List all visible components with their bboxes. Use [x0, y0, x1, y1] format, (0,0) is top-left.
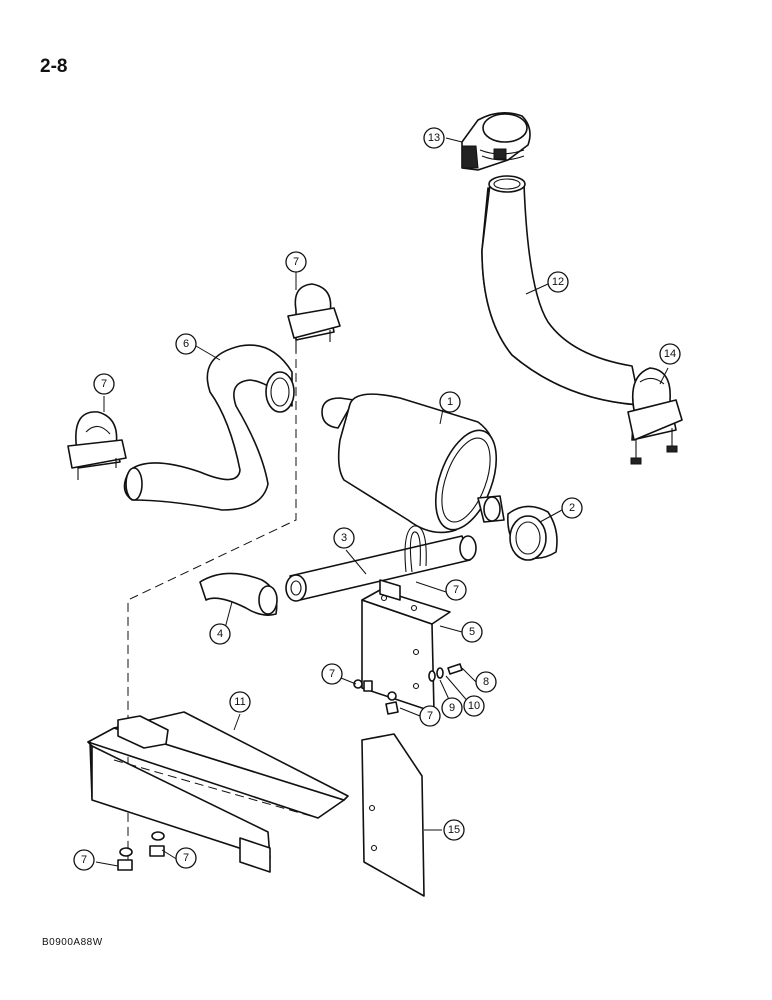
svg-text:7: 7 [81, 854, 87, 866]
callout-9: 9 [441, 697, 463, 719]
svg-text:9: 9 [449, 702, 455, 714]
callout-7-lower-right: 7 [175, 847, 197, 869]
callout-12: 12 [547, 271, 569, 293]
svg-text:12: 12 [552, 276, 564, 288]
callout-leaders [95, 137, 669, 867]
elbow-part-2 [507, 505, 558, 561]
pipe-part-3 [285, 525, 477, 602]
svg-text:7: 7 [293, 256, 299, 268]
page-number: 2-8 [40, 56, 68, 77]
svg-text:5: 5 [469, 626, 475, 638]
callout-7-nut-right: 7 [419, 705, 441, 727]
callout-2: 2 [561, 497, 583, 519]
svg-text:8: 8 [483, 676, 489, 688]
callout-3: 3 [333, 527, 355, 549]
svg-text:14: 14 [664, 348, 676, 360]
clamp-part-14 [627, 367, 683, 465]
svg-text:3: 3 [341, 532, 347, 544]
callout-15: 15 [443, 819, 465, 841]
callout-7-left: 7 [93, 373, 115, 395]
svg-text:7: 7 [329, 668, 335, 680]
bracket-part-5 [361, 579, 451, 713]
callout-5: 5 [461, 621, 483, 643]
callout-7-lower-left: 7 [73, 849, 95, 871]
svg-text:10: 10 [468, 700, 480, 712]
svg-text:15: 15 [448, 824, 460, 836]
s-pipe-part-6 [123, 344, 295, 511]
callout-14: 14 [659, 343, 681, 365]
svg-text:13: 13 [428, 132, 440, 144]
hardware-bracket [353, 663, 463, 715]
callout-7-nut-left: 7 [321, 663, 343, 685]
callout-7-ubolt: 7 [445, 579, 467, 601]
hardware-lower [117, 831, 165, 871]
callout-4: 4 [209, 623, 231, 645]
svg-text:1: 1 [447, 396, 453, 408]
svg-text:2: 2 [569, 502, 575, 514]
plate-part-15 [361, 733, 425, 897]
rain-cap-part-13 [461, 112, 531, 171]
callout-10: 10 [463, 695, 485, 717]
callout-11: 11 [229, 691, 251, 713]
muffler-part-1 [321, 393, 505, 534]
callout-1: 1 [439, 391, 461, 413]
svg-text:7: 7 [183, 852, 189, 864]
svg-text:7: 7 [101, 378, 107, 390]
callout-7-upper: 7 [285, 251, 307, 273]
svg-text:11: 11 [234, 696, 245, 708]
svg-text:7: 7 [427, 710, 433, 722]
figure-code: B0900A88W [42, 937, 103, 948]
svg-text:7: 7 [453, 584, 459, 596]
shield-part-11 [87, 711, 349, 873]
svg-text:4: 4 [217, 628, 223, 640]
clamp-part-7-upper [287, 283, 341, 352]
hose-part-4 [199, 572, 278, 616]
callout-13: 13 [423, 127, 445, 149]
callout-8: 8 [475, 671, 497, 693]
clamp-part-7-left [67, 411, 127, 480]
svg-text:6: 6 [183, 338, 189, 350]
callout-6: 6 [175, 333, 197, 355]
